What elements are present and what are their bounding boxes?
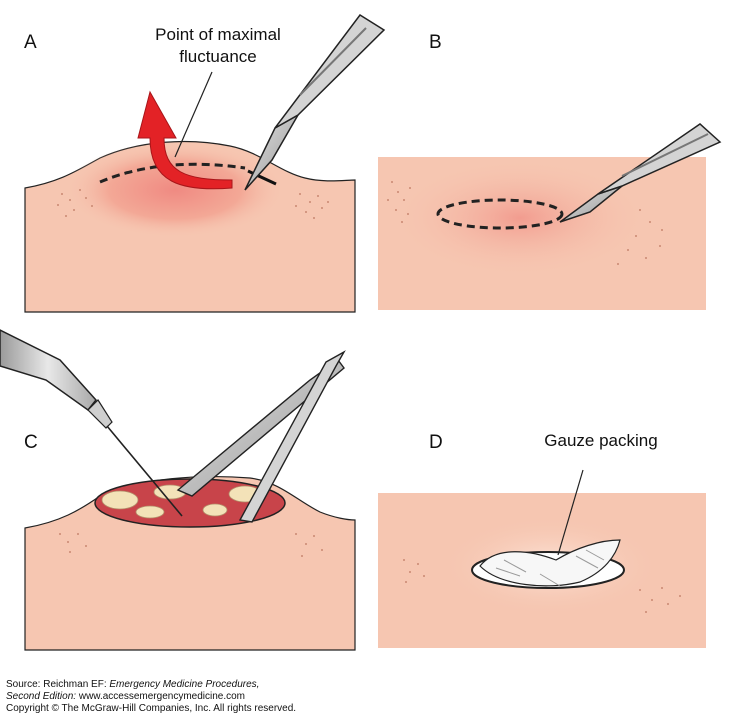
callout-leader-d: [557, 469, 584, 556]
callout-gauze-packing: Gauze packing: [544, 431, 657, 450]
callout-leader-a: [174, 71, 213, 158]
panel-c-letter: C: [24, 432, 38, 453]
source-prefix: Source: Reichman EF:: [6, 679, 110, 690]
callout-point-of-maximal: Point of maximal: [155, 25, 281, 44]
panel-b-inflammation: [390, 158, 650, 278]
syringe-needle-icon: [0, 329, 183, 517]
panel-a-letter: A: [24, 32, 37, 53]
source-edition: Second Edition:: [6, 691, 77, 702]
panel-b: B: [378, 32, 722, 310]
source-website: www.accessemergencymedicine.com: [76, 691, 246, 702]
stipple-dots: [387, 181, 663, 265]
copyright-notice: Copyright © The McGraw-Hill Companies, I…: [6, 703, 297, 714]
stipple-dots: [59, 533, 323, 557]
panel-d-letter: D: [429, 432, 443, 453]
scalpel-icon: [244, 13, 386, 191]
panel-b-incision-dashes: [436, 198, 564, 230]
source-edition-line: Second Edition: www.accessemergencymedic…: [6, 691, 245, 703]
callout-fluctuance: fluctuance: [179, 47, 257, 66]
panel-d: D Gauze packing: [378, 431, 706, 648]
stipple-dots: [403, 559, 681, 613]
panel-a: A Point of maximal fluctuance: [24, 13, 386, 313]
panel-b-letter: B: [429, 32, 442, 53]
hemostat-forceps-icon: [176, 350, 346, 523]
panel-c: C: [0, 329, 356, 651]
source-citation: Source: Reichman EF: Emergency Medicine …: [6, 679, 259, 691]
gauze-icon: [471, 539, 625, 589]
scalpel-icon: [559, 123, 722, 223]
incision-arrow-icon: [137, 90, 233, 190]
source-book-title: Emergency Medicine Procedures,: [109, 679, 260, 690]
stipple-dots: [57, 189, 329, 219]
panel-c-skin: [24, 475, 356, 651]
